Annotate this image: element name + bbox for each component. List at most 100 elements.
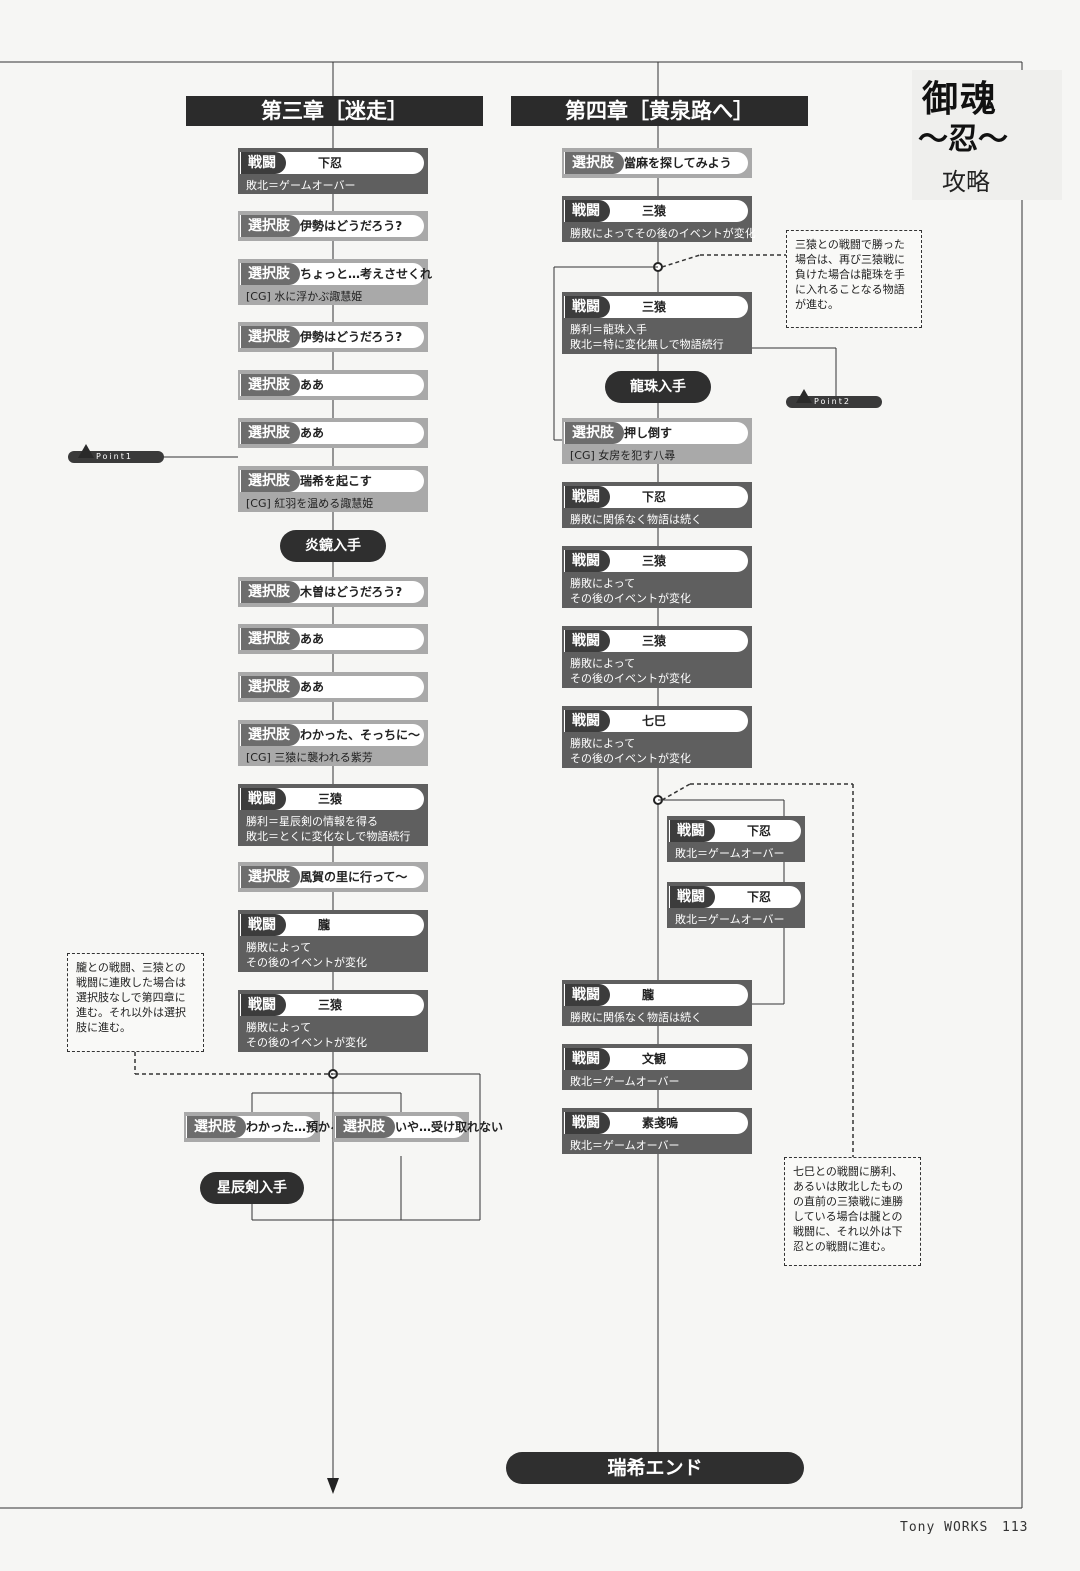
node-sub-text: その後のイベントが変化 — [246, 1036, 367, 1049]
node-type-tag: 戦闘 — [565, 486, 610, 508]
node-sub-text: 敗北＝ゲームオーバー — [570, 1139, 680, 1152]
node-main-text: 下忍 — [642, 490, 667, 504]
node-main-text: 文観 — [642, 1052, 667, 1066]
node-sub-text: 敗北＝ゲームオーバー — [246, 179, 356, 192]
node-label-bar — [564, 1112, 748, 1134]
node-main-text: 風賀の里に行って〜 — [300, 870, 408, 884]
node-sub-text: [CG] 水に浮かぶ諏慧姫 — [246, 290, 363, 303]
node-main-text: わかった…預かる — [246, 1120, 343, 1134]
node-type-tag: 戦闘 — [565, 1112, 610, 1134]
node-type-tag: 選択肢 — [565, 422, 624, 444]
node-main-text: 三猿 — [642, 204, 667, 218]
node-label-bar — [564, 1048, 748, 1070]
node-type-tag: 戦闘 — [670, 886, 715, 908]
node-type-tag: 選択肢 — [241, 581, 300, 603]
logo-subtitle: 〜忍〜 — [918, 122, 1008, 157]
battle-node: 戦闘七巳勝敗によってその後のイベントが変化 — [562, 706, 752, 768]
node-sub-text: 勝利＝星辰剣の情報を得る — [246, 815, 378, 828]
node-main-text: ああ — [300, 632, 325, 646]
node-main-text: 當麻を探してみよう — [624, 156, 732, 170]
node-type-tag: 戦闘 — [565, 296, 610, 318]
node-sub-text: [CG] 三猿に襲われる紫芳 — [246, 751, 373, 764]
node-main-text: 朧 — [642, 988, 655, 1002]
node-sub-text: [CG] 紅羽を温める諏慧姫 — [246, 497, 374, 510]
node-type-tag: 選択肢 — [241, 215, 300, 237]
footer-page-number: 113 — [1002, 1520, 1029, 1535]
node-sub-text: 勝敗によって — [570, 657, 636, 670]
choice-node: 選択肢ちょっと…考えさせくれ[CG] 水に浮かぶ諏慧姫 — [238, 259, 432, 305]
node-label-bar — [564, 296, 748, 318]
battle-node: 戦闘三猿勝利＝龍珠入手敗北＝特に変化無しで物語続行 — [562, 292, 752, 354]
node-label-bar — [564, 984, 748, 1006]
node-type-tag: 選択肢 — [241, 628, 300, 650]
logo-title: 御魂 — [922, 78, 999, 120]
node-main-text: 三猿 — [318, 792, 343, 806]
node-type-tag: 戦闘 — [565, 710, 610, 732]
battle-node: 戦闘下忍敗北＝ゲームオーバー — [238, 148, 428, 194]
node-sub-text: 勝敗によって — [246, 1021, 312, 1034]
choice-node: 選択肢ああ — [238, 624, 428, 654]
warning-icon — [78, 444, 94, 458]
node-label-bar — [240, 788, 424, 810]
choice-node: 選択肢わかった…預かる — [184, 1112, 342, 1142]
note-oboro: 朧との戦闘、三猿との戦闘に連敗した場合は選択肢なしで第四章に進む。それ以外は選択… — [67, 953, 204, 1052]
note-nanami: 七巳との戦闘に勝利、あるいは敗北したものの直前の三猿戦に連勝している場合は朧との… — [784, 1157, 921, 1266]
node-main-text: 下忍 — [747, 824, 772, 838]
battle-node: 戦闘下忍敗北＝ゲームオーバー — [667, 816, 805, 862]
node-main-text: ああ — [300, 426, 325, 440]
node-type-tag: 戦闘 — [241, 994, 286, 1016]
node-sub-text: その後のイベントが変化 — [246, 956, 367, 969]
node-label-bar — [564, 200, 748, 222]
node-main-text: 素戔嗚 — [642, 1116, 679, 1130]
node-label-bar — [564, 550, 748, 572]
node-main-text: 下忍 — [318, 156, 343, 170]
point2-label: Point2 — [814, 397, 851, 406]
node-type-tag: 戦闘 — [565, 1048, 610, 1070]
choice-node: 選択肢風賀の里に行って〜 — [238, 862, 428, 892]
pill-ryuju: 龍珠入手 — [605, 371, 711, 403]
node-type-tag: 戦闘 — [565, 200, 610, 222]
battle-node: 戦闘三猿勝利＝星辰剣の情報を得る敗北＝とくに変化なしで物語続行 — [238, 784, 428, 846]
battle-node: 戦闘朧勝敗に関係なく物語は続く — [562, 980, 752, 1026]
node-sub-text: その後のイベントが変化 — [570, 592, 691, 605]
node-main-text: 三猿 — [642, 554, 667, 568]
battle-node: 戦闘下忍勝敗に関係なく物語は続く — [562, 482, 752, 528]
node-type-tag: 戦闘 — [670, 820, 715, 842]
node-type-tag: 戦闘 — [241, 788, 286, 810]
choice-node: 選択肢伊勢はどうだろう? — [238, 322, 428, 352]
node-sub-text: [CG] 女房を犯す八尋 — [570, 449, 676, 462]
node-main-text: 瑞希を起こす — [300, 474, 372, 488]
choice-node: 選択肢わかった、そっちに〜[CG] 三猿に襲われる紫芳 — [238, 720, 428, 766]
node-type-tag: 戦闘 — [565, 630, 610, 652]
node-label-bar — [564, 630, 748, 652]
node-main-text: いや…受け取れない — [395, 1120, 504, 1134]
node-main-text: ああ — [300, 680, 325, 694]
node-type-tag: 選択肢 — [187, 1116, 246, 1138]
footer-brand: Tony WORKS — [900, 1520, 989, 1535]
node-main-text: 七巳 — [642, 714, 667, 728]
battle-node: 戦闘三猿勝敗によってその後のイベントが変化 — [562, 626, 752, 688]
note-nanami-connector — [661, 783, 691, 801]
ending-pill: 瑞希エンド — [506, 1452, 804, 1484]
point2-marker: Point2 — [786, 389, 882, 408]
node-label-bar — [240, 152, 424, 174]
battle-node: 戦闘文観敗北＝ゲームオーバー — [562, 1044, 752, 1090]
node-type-tag: 選択肢 — [336, 1116, 395, 1138]
battle-node: 戦闘 素戔嗚敗北＝ゲームオーバー — [562, 1108, 752, 1154]
node-type-tag: 選択肢 — [241, 676, 300, 698]
node-main-text: 朧 — [318, 918, 331, 932]
pill-enkyo: 炎鏡入手 — [280, 530, 386, 562]
battle-node: 戦闘朧勝敗によってその後のイベントが変化 — [238, 910, 428, 972]
down-arrow-icon — [327, 1478, 339, 1494]
choice-node: 選択肢當麻を探してみよう — [562, 148, 752, 178]
choice-node: 選択肢伊勢はどうだろう? — [238, 211, 428, 241]
note-sansaru-connector — [661, 254, 701, 268]
point1-label: Point1 — [96, 452, 133, 461]
node-sub-text: 勝敗に関係なく物語は続く — [570, 1011, 702, 1024]
node-sub-text: 勝敗によって — [570, 737, 636, 750]
chapter3-header: 第三章［迷走］ — [186, 96, 483, 126]
node-sub-text: 勝利＝龍珠入手 — [570, 323, 647, 336]
node-sub-text: その後のイベントが変化 — [570, 672, 691, 685]
warning-icon — [796, 389, 812, 403]
